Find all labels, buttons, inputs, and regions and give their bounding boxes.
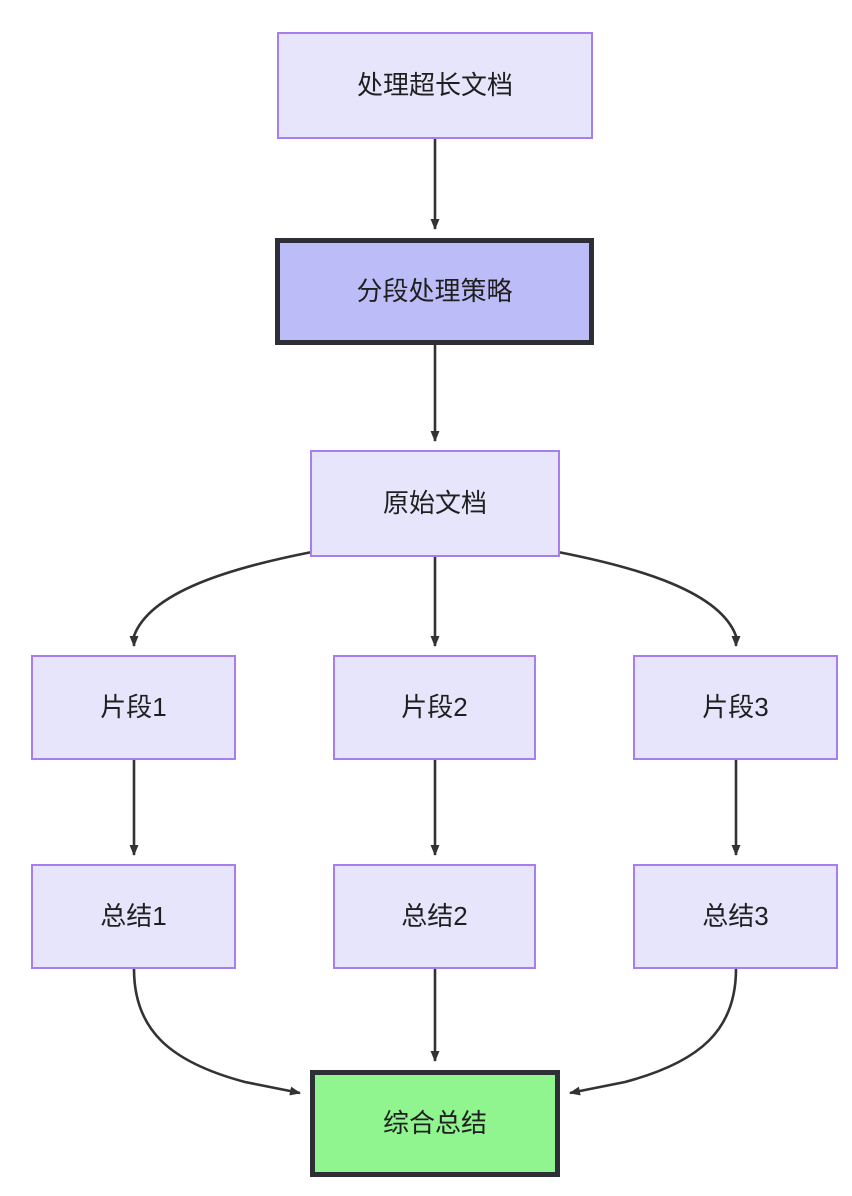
node-source-doc[interactable]: 原始文档 (310, 450, 560, 557)
node-long-doc[interactable]: 处理超长文档 (277, 32, 593, 139)
node-fragment-3[interactable]: 片段3 (633, 655, 838, 760)
node-chunk-strategy[interactable]: 分段处理策略 (275, 238, 594, 345)
node-summary-2[interactable]: 总结2 (333, 864, 536, 969)
node-summary-2-label: 总结2 (401, 900, 468, 931)
edge-summary-1-to-final-summary (132, 968, 301, 1096)
edge-source-doc-to-fragment-1 (129, 550, 313, 647)
node-chunk-strategy-label: 分段处理策略 (356, 275, 513, 306)
node-fragment-3-label: 片段3 (702, 691, 769, 722)
node-long-doc-label: 处理超长文档 (356, 69, 513, 100)
edge-source-doc-to-fragment-3 (557, 550, 741, 647)
edge-summary-3-to-final-summary (569, 968, 738, 1096)
node-fragment-1-label: 片段1 (100, 691, 167, 722)
node-summary-3-label: 总结3 (702, 900, 769, 931)
node-fragment-2-label: 片段2 (401, 691, 468, 722)
node-summary-1[interactable]: 总结1 (31, 864, 236, 969)
node-summary-3[interactable]: 总结3 (633, 864, 838, 969)
node-fragment-1[interactable]: 片段1 (31, 655, 236, 760)
node-final-summary-label: 综合总结 (382, 1107, 487, 1138)
node-summary-1-label: 总结1 (100, 900, 167, 931)
node-fragment-2[interactable]: 片段2 (333, 655, 536, 760)
node-source-doc-label: 原始文档 (382, 487, 487, 518)
node-final-summary[interactable]: 综合总结 (310, 1070, 560, 1177)
